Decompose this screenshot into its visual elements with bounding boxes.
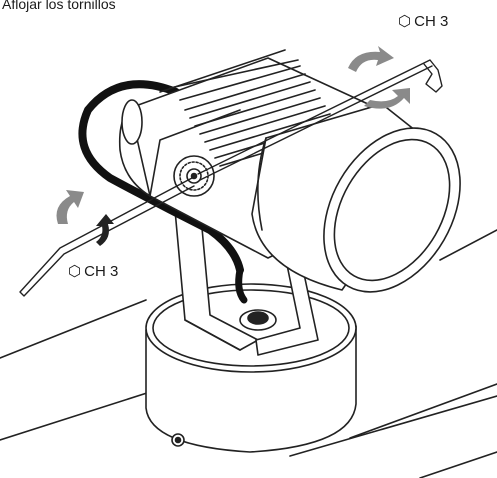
- lens-barrel: [251, 103, 461, 293]
- hex-key-size-label-left: ⬡ CH 3: [68, 263, 118, 280]
- rotate-arrow-icon: [348, 46, 394, 72]
- rotate-arrow-icon: [96, 214, 114, 246]
- hex-key-size-text: CH 3: [84, 263, 119, 280]
- hexagon-icon: ⬡: [68, 263, 82, 280]
- hex-key-wrench-left: [19, 177, 195, 297]
- hex-key-size-label-top: ⬡ CH 3: [398, 13, 448, 30]
- rotate-arrow-icon: [56, 190, 84, 224]
- tilt-knob: [173, 155, 215, 197]
- hexagon-icon: ⬡: [398, 13, 412, 30]
- rotation-arrows: [56, 46, 410, 246]
- instruction-caption: Aflojar los tornillos: [2, 0, 116, 12]
- hex-key-wrench-top: [197, 59, 443, 181]
- hex-key-size-text: CH 3: [414, 13, 449, 30]
- mounting-surface: [0, 229, 497, 478]
- base-cylinder: [145, 283, 357, 453]
- power-cable: [78, 80, 244, 274]
- rotate-arrow-icon: [364, 88, 410, 109]
